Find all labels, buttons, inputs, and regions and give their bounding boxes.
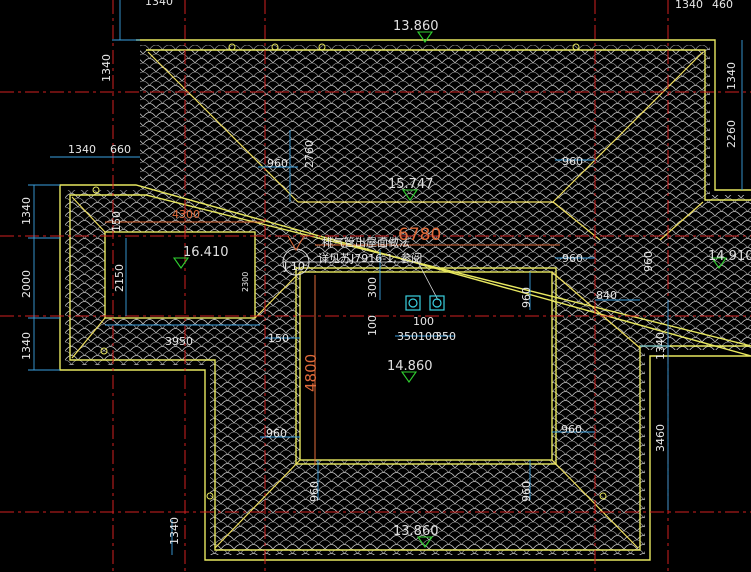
dim-960-d: 960 — [266, 427, 287, 440]
eave-markers — [92, 43, 607, 500]
dim-150-b: 150 — [268, 332, 289, 345]
dimension-lines — [28, 0, 743, 555]
dim-100-a: 100 — [366, 315, 379, 336]
elev-left-mid: 16.410 — [183, 245, 229, 260]
dim-left-1340-a: 1340 — [100, 54, 113, 82]
note-line2: 详见苏J7916-1, 参阅 — [318, 251, 422, 265]
dim-right-3460: 3460 — [654, 424, 667, 452]
dim-top-right: 1340 — [675, 0, 703, 11]
dim-960-f: 960 — [520, 287, 533, 308]
dim-3950: 3950 — [165, 335, 193, 348]
dim-2150: 2150 — [113, 264, 126, 292]
dim-4800: 4800 — [302, 354, 320, 392]
dim-4300: 4300 — [172, 208, 200, 221]
dim-100-c: 100 — [418, 330, 439, 343]
dim-right-1340-a: 1340 — [725, 62, 738, 90]
elev-bottom: 13.860 — [393, 524, 439, 539]
dim-right-1340-b: 1340 — [654, 332, 667, 360]
dim-left-1340-e: 1340 — [20, 332, 33, 360]
elevation-markers — [172, 31, 728, 548]
dim-960-a: 960 — [267, 157, 288, 170]
dim-left-2000: 2000 — [20, 270, 33, 298]
dim-960-e: 960 — [561, 423, 582, 436]
dim-300: 300 — [366, 277, 379, 298]
dim-960-b: 960 — [562, 155, 583, 168]
dim-960-i: 960 — [520, 481, 533, 502]
dim-960-c: 960 — [562, 252, 583, 265]
elev-top: 13.860 — [393, 19, 439, 34]
dim-960-g: 960 — [642, 251, 655, 272]
dim-top-left: 1340 — [145, 0, 173, 8]
dim-2760: 2760 — [303, 140, 316, 168]
dim-350-a: 350 — [397, 330, 418, 343]
elev-right: 14.910 — [708, 249, 751, 264]
callout-marker — [282, 235, 439, 301]
roof-tile-fill — [65, 45, 751, 555]
dim-1340-h: 1340 — [68, 143, 96, 156]
dim-150-a: 150 — [110, 211, 123, 232]
elev-upper-mid: 15.747 — [388, 177, 434, 192]
dim-right-2260: 2260 — [725, 120, 738, 148]
note-line1: 排气管出屋面做法 — [322, 235, 410, 249]
callout-tag: J-10 — [283, 260, 305, 273]
dim-840: 840 — [596, 289, 617, 302]
dim-6780: 6780 — [398, 225, 441, 245]
elev-inner: 14.860 — [387, 359, 433, 374]
highlight-dims — [105, 221, 560, 465]
dim-left-1340-c: 1340 — [20, 197, 33, 225]
dim-350-b: 350 — [435, 330, 456, 343]
dim-top-right-460: 460 — [712, 0, 733, 11]
dim-660: 660 — [110, 143, 131, 156]
dim-960-h: 960 — [308, 481, 321, 502]
dim-100-b: 100 — [413, 315, 434, 328]
vent-pipe-icon — [405, 295, 445, 311]
roof-outline — [59, 39, 751, 561]
dim-left-1340-bottom: 1340 — [168, 517, 181, 545]
dim-2300: 2300 — [241, 272, 250, 292]
